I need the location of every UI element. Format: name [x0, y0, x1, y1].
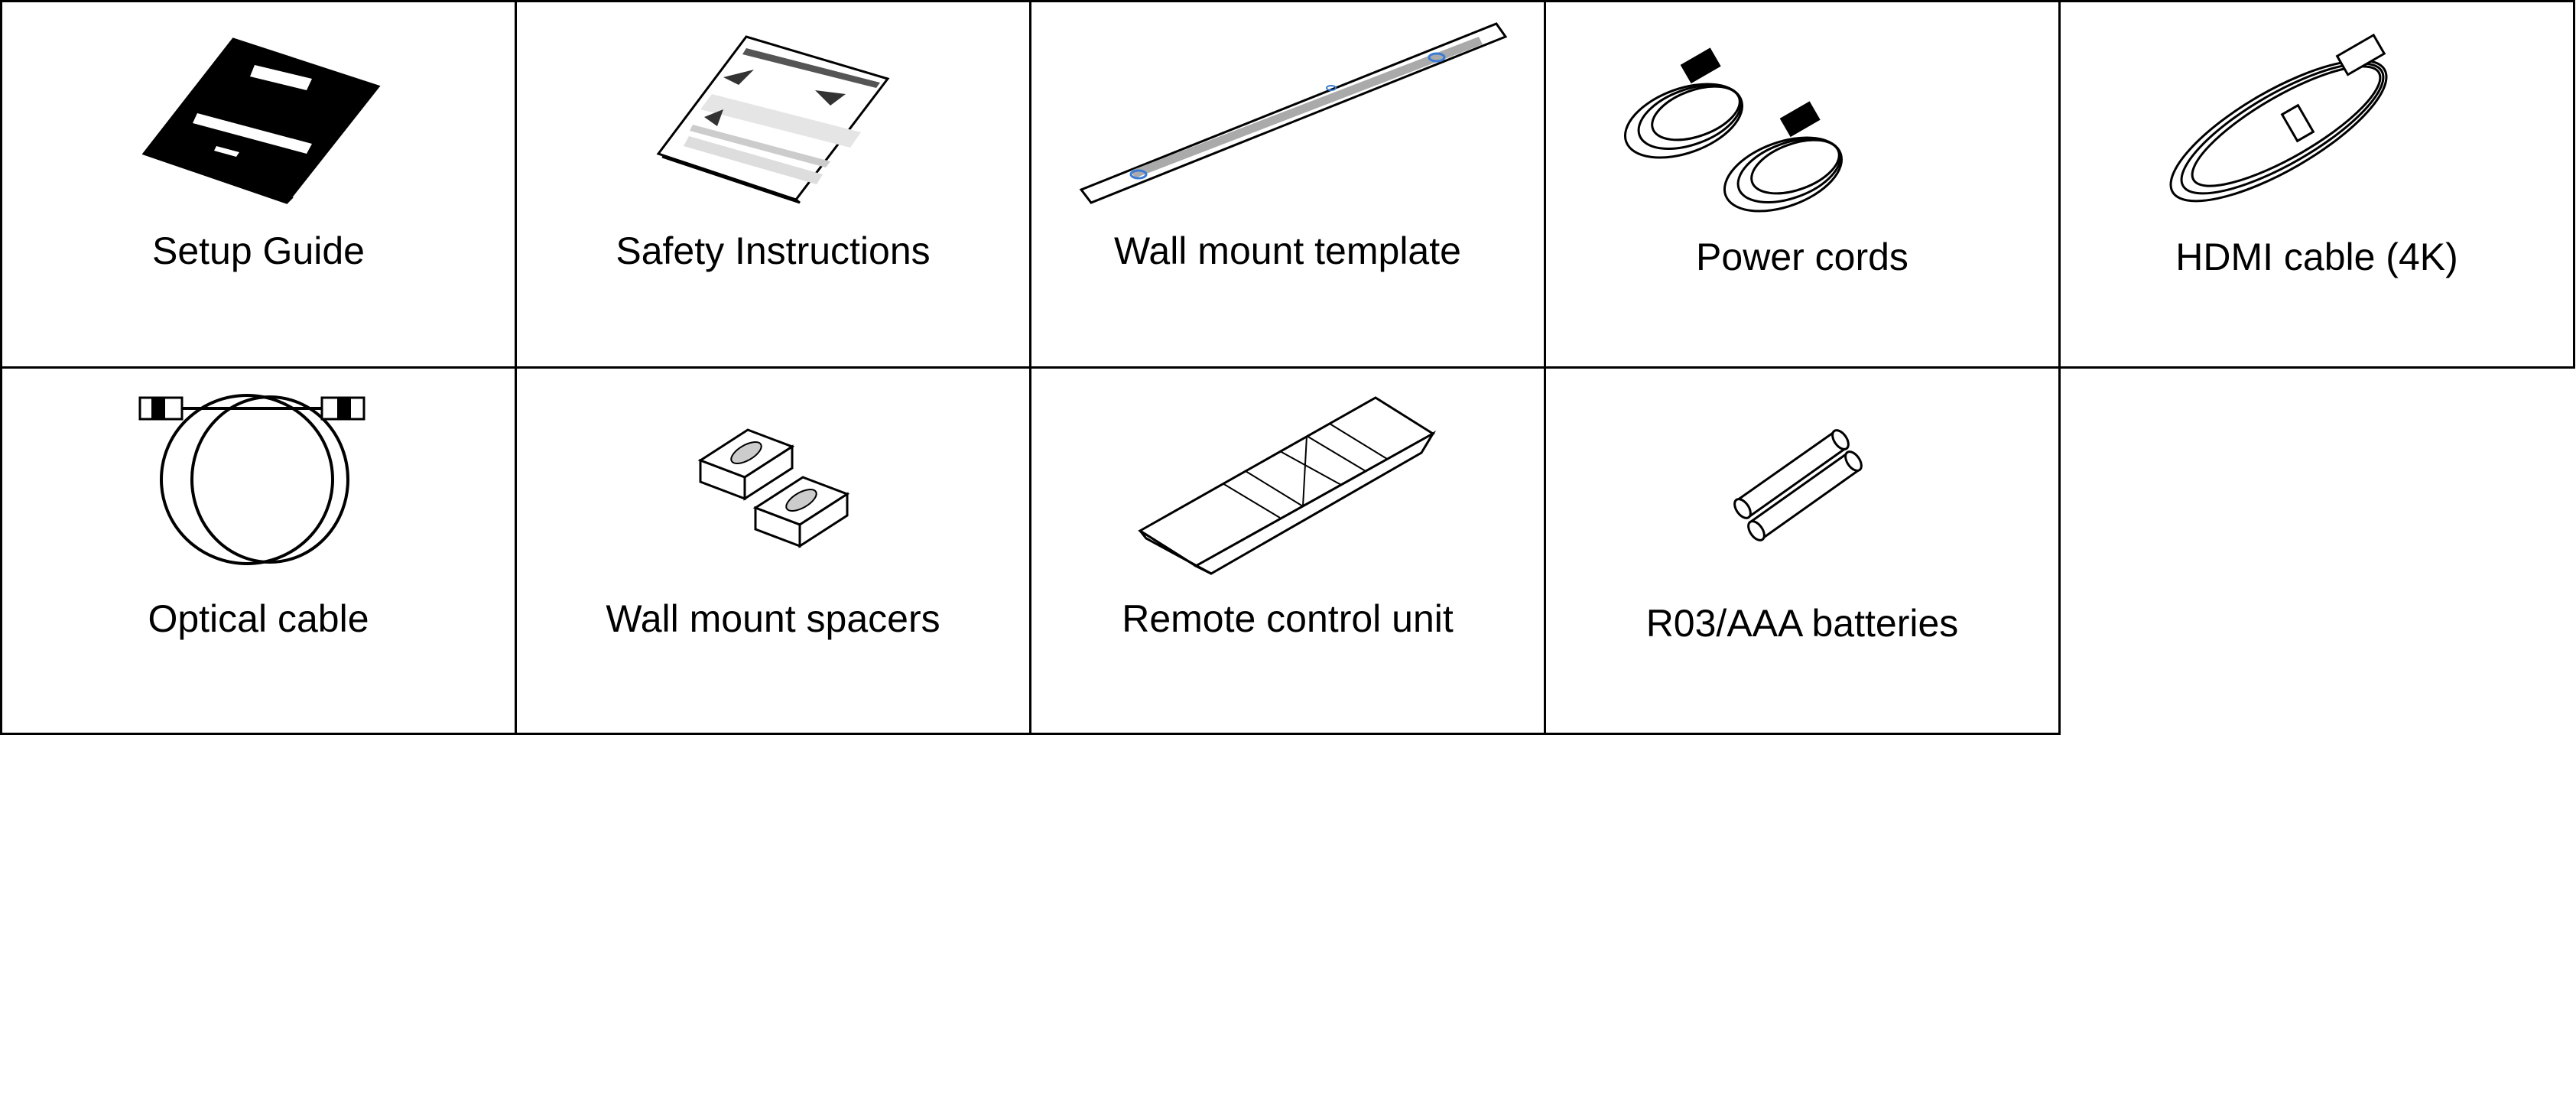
accessory-label: Remote control unit — [1122, 597, 1454, 640]
accessory-cell-wall-mount-template: Wall mount template — [1029, 0, 1546, 369]
setup-guide-booklet-icon — [141, 37, 381, 204]
accessory-label: Power cords — [1696, 236, 1908, 278]
hdmi-cable-icon — [2169, 33, 2388, 203]
accessory-label: Wall mount spacers — [606, 597, 940, 640]
accessory-cell-setup-guide: Setup Guide — [0, 0, 517, 369]
optical-cable-icon — [138, 394, 365, 565]
safety-instructions-booklet-icon — [656, 35, 890, 204]
accessory-cell-hdmi-cable: HDMI cable (4K) — [2058, 0, 2575, 369]
accessory-label: Safety Instructions — [616, 229, 931, 272]
accessory-cell-remote-control: Remote control unit — [1029, 366, 1546, 735]
accessory-cell-wall-mount-spacers: Wall mount spacers — [515, 366, 1031, 735]
accessory-cell-aaa-batteries: R03/AAA batteries — [1544, 366, 2061, 735]
accessory-label: Optical cable — [148, 597, 369, 640]
power-cords-icon — [1623, 47, 1843, 213]
accessory-label: HDMI cable (4K) — [2175, 236, 2458, 278]
aaa-batteries-icon — [1733, 429, 1863, 541]
accessory-cell-optical-cable: Optical cable — [0, 366, 517, 735]
accessory-cell-safety-instructions: Safety Instructions — [515, 0, 1031, 369]
accessory-label: Wall mount template — [1114, 229, 1461, 272]
accessory-label: R03/AAA batteries — [1645, 602, 1959, 645]
accessory-label: Setup Guide — [152, 229, 365, 272]
wall-mount-spacers-icon — [697, 428, 850, 548]
accessory-cell-power-cords: Power cords — [1544, 0, 2061, 369]
wall-mount-template-icon — [1079, 22, 1508, 204]
remote-control-icon — [1138, 396, 1437, 575]
accessories-grid: Setup Guide Safety Instructions Wall mou… — [0, 0, 2575, 735]
